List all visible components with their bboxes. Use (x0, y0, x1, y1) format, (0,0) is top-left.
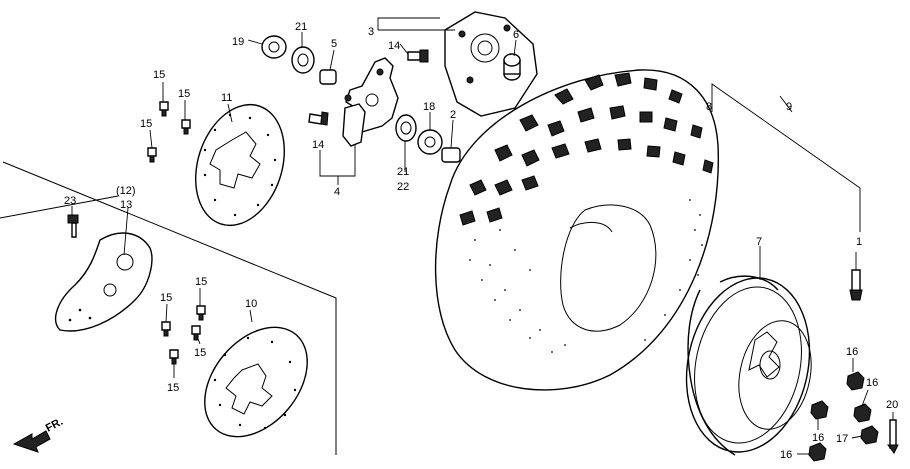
callout-label: 21 (397, 166, 409, 178)
callout-label: 15 (195, 276, 207, 288)
callout-label: 15 (167, 382, 179, 394)
tire (434, 69, 720, 391)
callout-label: 11 (221, 92, 232, 104)
front-direction-label: FR. (44, 416, 65, 435)
callout-label: 5 (331, 38, 337, 50)
callout-labels: 19 21 5 3 14 6 15 15 11 15 14 4 18 2 21 … (44, 21, 898, 461)
tire-tread-lugs (459, 72, 714, 226)
steering-knuckle (342, 57, 399, 147)
bolts (308, 49, 429, 126)
callout-label: 9 (786, 101, 792, 113)
callout-label: 15 (153, 69, 165, 81)
callout-label: 19 (232, 36, 244, 48)
disc-bolts-upper (147, 101, 191, 163)
brake-panel (55, 214, 153, 332)
callout-label: 7 (756, 236, 762, 248)
callout-label: 16 (812, 432, 824, 444)
callout-label: 3 (368, 26, 374, 38)
callout-label: 1 (856, 236, 862, 248)
callout-label: 16 (866, 377, 878, 389)
callout-label: 17 (836, 433, 848, 445)
callout-label: 20 (886, 399, 898, 411)
callout-label: 21 (295, 21, 307, 33)
collar (503, 53, 521, 81)
callout-label: 22 (397, 181, 409, 193)
tire-sidewall-texture (469, 199, 703, 353)
brake-disc-lower (204, 326, 308, 438)
callout-label: 15 (194, 347, 206, 359)
callout-label: 15 (178, 88, 190, 100)
cotter-pin (887, 419, 899, 454)
callout-label: 18 (423, 101, 435, 113)
callout-label: 16 (780, 449, 792, 461)
callout-label: 23 (64, 195, 76, 207)
disc-bolts-lower (161, 305, 206, 365)
bearings-and-seals (261, 35, 461, 163)
wheel-nuts (808, 371, 879, 462)
wheel-rim (685, 275, 812, 456)
callout-label: 13 (120, 199, 132, 211)
callout-label: 14 (388, 40, 400, 52)
callout-label: 15 (160, 292, 172, 304)
callout-label: (12) (116, 185, 136, 197)
callout-label: 10 (245, 298, 257, 310)
brake-disc-upper (194, 103, 286, 227)
callout-label: 15 (140, 118, 152, 130)
leader-lines (71, 17, 894, 455)
callout-label: 2 (450, 109, 456, 121)
section-divider-lines (0, 161, 337, 455)
callout-label: 6 (513, 29, 519, 41)
callout-label: 14 (312, 139, 324, 151)
front-direction-arrow-icon (12, 430, 51, 453)
valve-stem (849, 252, 863, 301)
wheel-hub (444, 11, 538, 117)
callout-label: 4 (334, 186, 340, 198)
callout-label: 16 (846, 346, 858, 358)
callout-label: 8 (706, 101, 712, 113)
